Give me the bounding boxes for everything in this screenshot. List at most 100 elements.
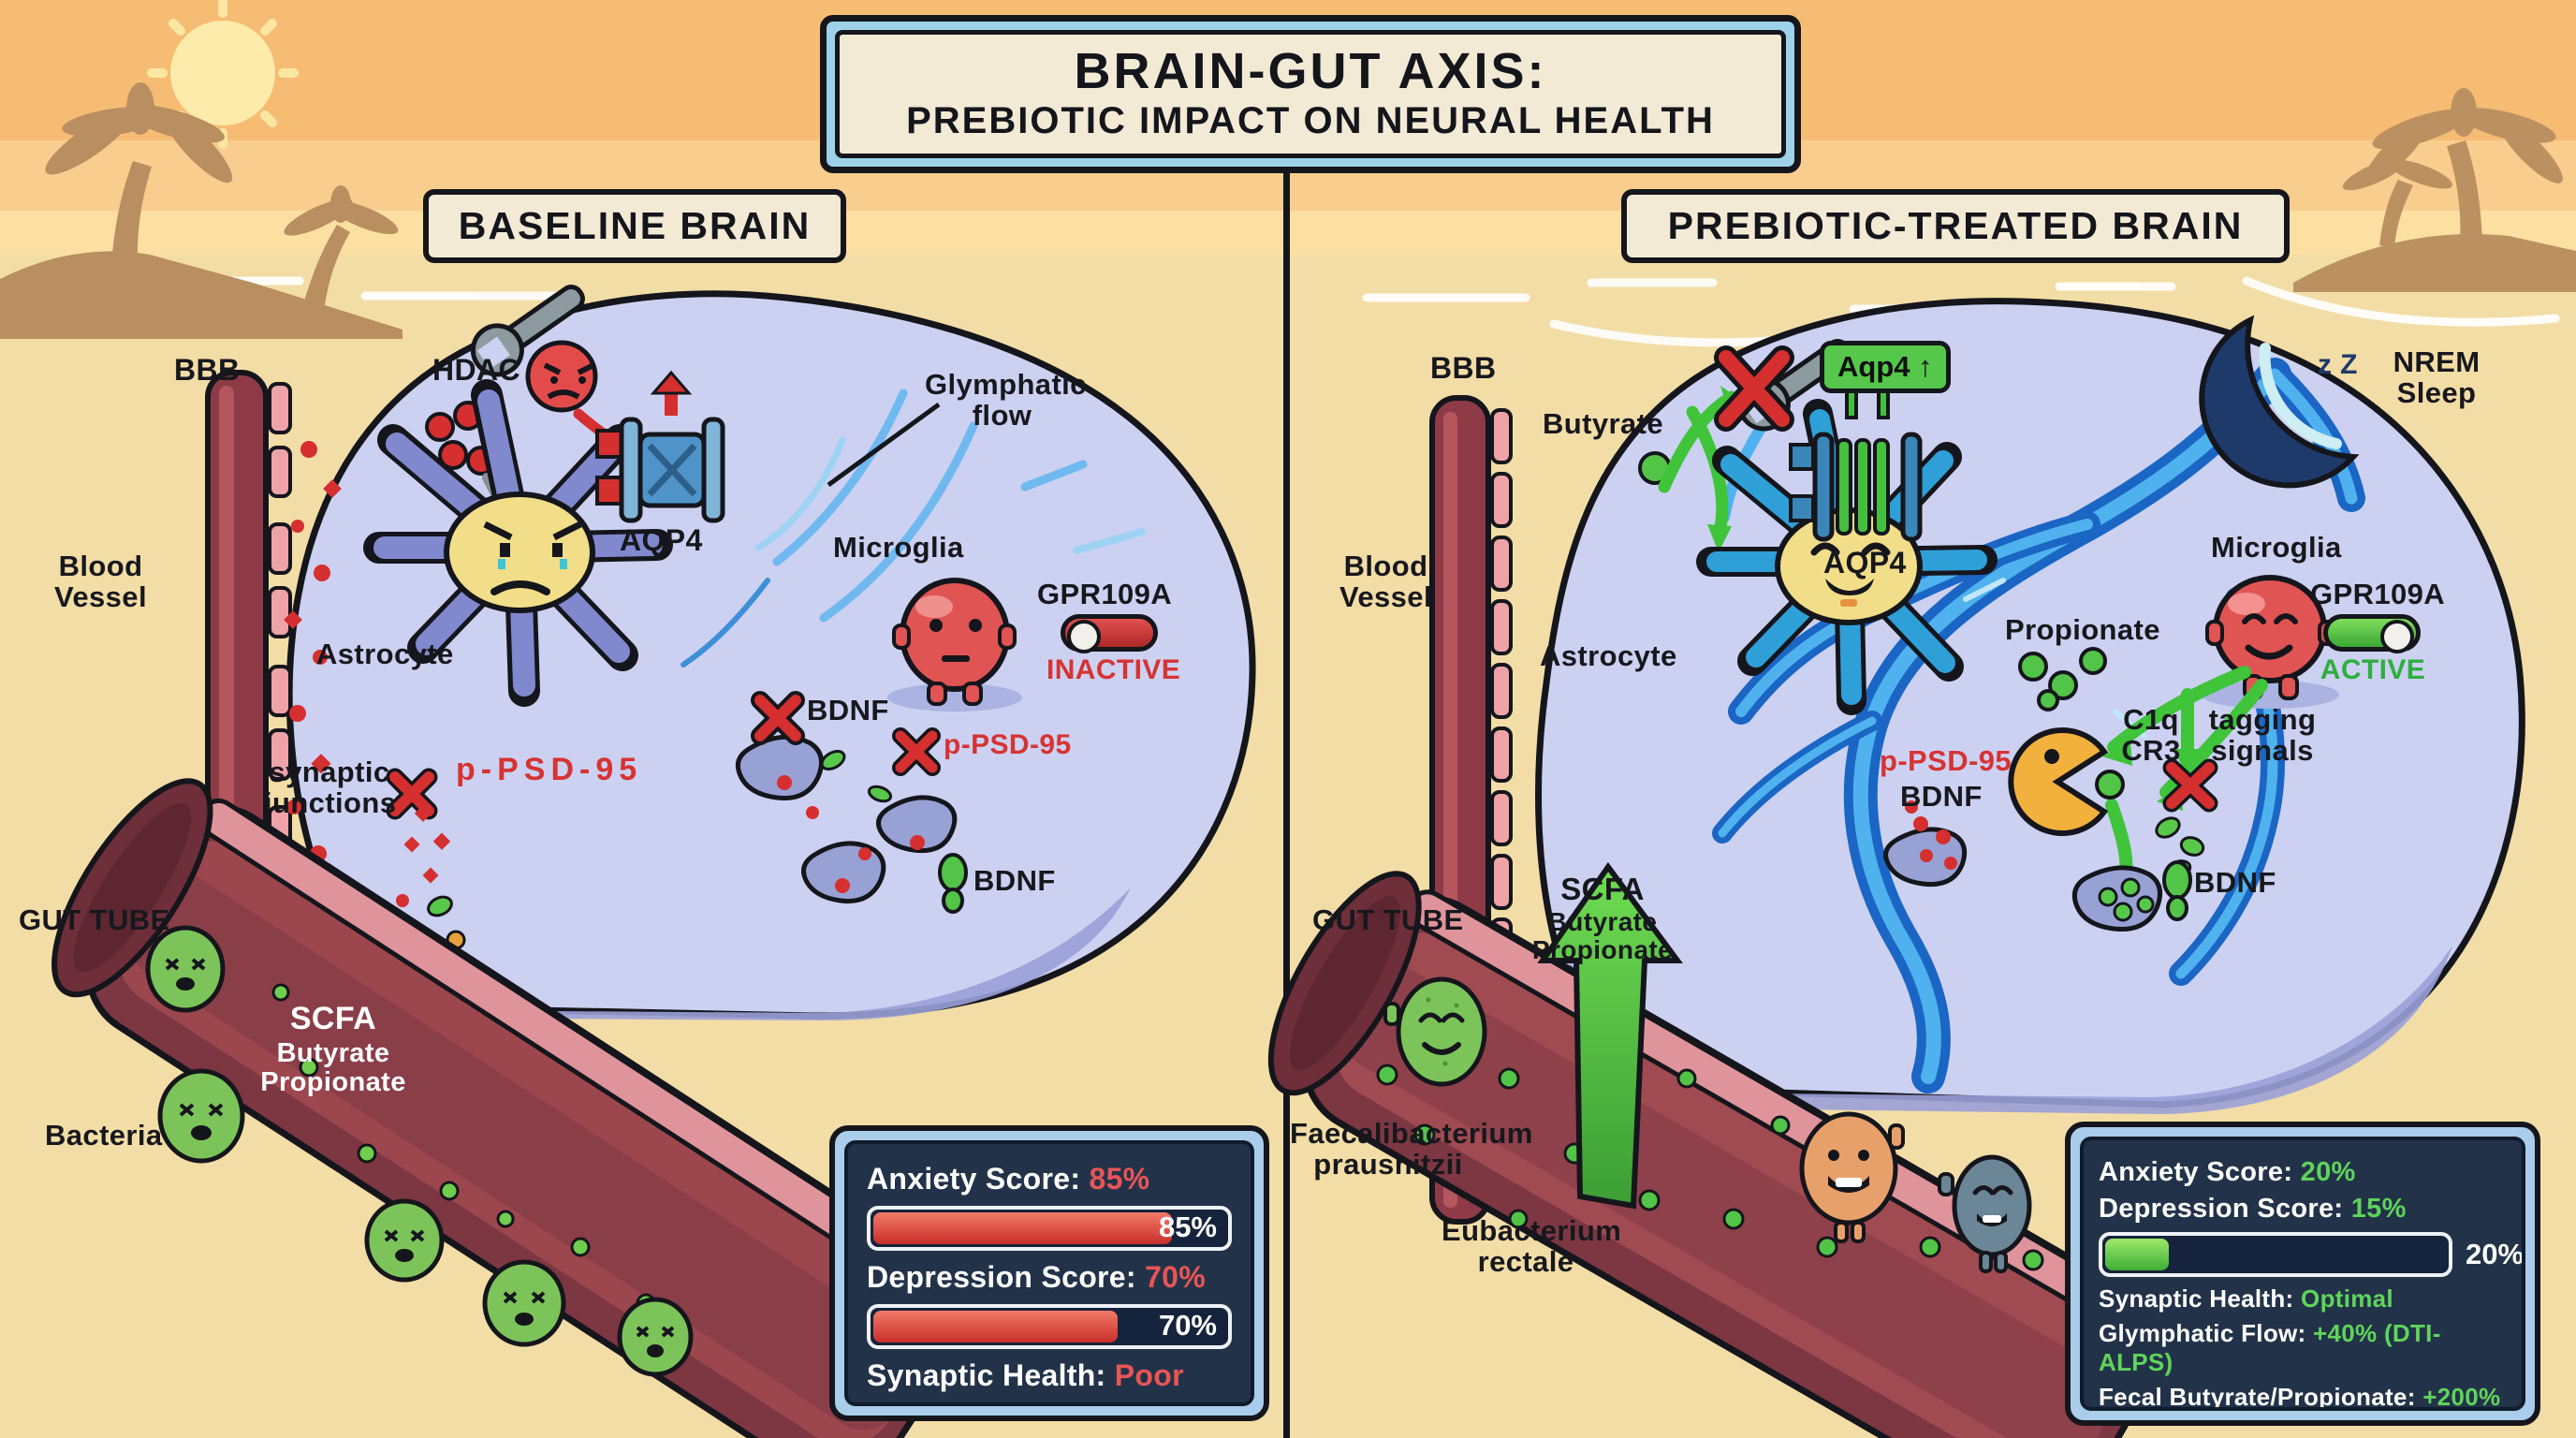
glymphatic-pointer-line [827, 402, 941, 488]
synapse-icon-left [735, 734, 958, 904]
bdnf-synapse-label-right: BDNF [1900, 780, 1983, 813]
pacman-icon [2008, 727, 2125, 836]
aqp4-channel-icon-left [595, 370, 725, 523]
gpr109a-label-left: GPR109A [1037, 578, 1173, 610]
hdac-label: HDAC [432, 353, 521, 387]
gpr109a-state-label-left: INACTIVE [1046, 654, 1181, 685]
score-bar-fill [2105, 1239, 2169, 1270]
depression-value: 70% [1145, 1260, 1207, 1294]
synaptic-row-right: Synaptic Health: Optimal [2099, 1284, 2507, 1313]
depression-row-right: Depression Score: 15% [2099, 1194, 2507, 1225]
scfa-sub-left: Butyrate Propionate [260, 1038, 406, 1098]
blood-vessel-label-right: Blood Vessel [1339, 550, 1432, 614]
sleep-z-glyphs: z Z [2318, 349, 2358, 380]
glymphatic-row-right: Glymphatic Flow: +40% (DTI-ALPS) [2099, 1319, 2507, 1377]
p-psd95-secondary-label: p-PSD-95 [944, 729, 1072, 760]
eubacterium-label: Eubacterium rectale [1442, 1214, 1622, 1279]
depression-label: Depression Score: [2099, 1194, 2344, 1224]
bdnf-label-left: BDNF [973, 864, 1056, 897]
scfa-arrow-icon [1537, 861, 1683, 1210]
gpr109a-state-label-right: ACTIVE [2320, 654, 2426, 685]
page-title: BRAIN-GUT AXIS: [1074, 43, 1547, 99]
glymphatic-flow-label: Glymphatic flow [925, 368, 1087, 433]
faecalibacterium-label: Faecalibacterium prausnitzii [1290, 1117, 1533, 1181]
left-stats-panel: Anxiety Score: 85% 85% Depression Score:… [829, 1125, 1269, 1421]
moon-icon [2199, 315, 2360, 489]
propionate-label: Propionate [2005, 613, 2160, 646]
synaptic-label: Synaptic Health: [867, 1358, 1106, 1392]
gut-tube-label-left: GUT TUBE [19, 903, 170, 936]
gut-tube-label-right: GUT TUBE [1312, 903, 1464, 936]
nrem-sleep-label: NREM Sleep [2393, 345, 2481, 410]
toggle-knob [1067, 620, 1101, 653]
score-bar [2099, 1232, 2452, 1277]
anxiety-row-left: Anxiety Score: 85% [867, 1162, 1232, 1196]
microglia-icon-left [887, 578, 1022, 712]
synaptic-junctions-label: synaptic junctions [264, 756, 397, 820]
panel-divider-line [1283, 155, 1290, 1438]
bdnf-blocked-label: BDNF [807, 694, 889, 726]
astrocyte-label-left: Astrocyte [316, 638, 454, 670]
synaptic-value: Poor [1114, 1358, 1184, 1392]
tagged-synapse-icon [2155, 758, 2218, 878]
synaptic-row-left: Synaptic Health: Poor [867, 1358, 1232, 1393]
depression-bar-fill [873, 1311, 1119, 1343]
palm-tree-icon-right [2293, 88, 2576, 292]
aqp4-label-left: AQP4 [620, 523, 703, 557]
scfa-sub-right: Butyrate Propionate [1531, 907, 1674, 964]
right-panel-header: PREBIOTIC-TREATED BRAIN [1621, 189, 2290, 263]
gut-tube-icon-right [1267, 871, 2163, 1438]
synapse-debris-icon-left [777, 750, 925, 893]
bacteria-label: Bacteria [45, 1119, 163, 1152]
faecalibacterium-icon [1383, 976, 1487, 1087]
p-psd95-label-right: p-PSD-95 [1880, 744, 2012, 777]
anxiety-bar-text: 85% [1158, 1211, 1217, 1243]
depression-value: 15% [2350, 1194, 2407, 1224]
propionate-dots-icon [2018, 647, 2107, 712]
anxiety-value: 20% [2300, 1157, 2356, 1187]
score-bar-text: 20% [2466, 1238, 2525, 1270]
right-brain-icon [1535, 298, 2525, 1114]
bifido-bacteria-icon [1799, 1111, 1905, 1243]
gpr109a-toggle-off [1061, 614, 1158, 653]
bdnf-blob-icon-left [938, 853, 968, 914]
page-subtitle: PREBIOTIC IMPACT ON NEURAL HEALTH [906, 100, 1715, 141]
fecal-value: +200% [2422, 1383, 2501, 1411]
aqp4-channel-icon-right [1789, 367, 1923, 542]
microglia-label-left: Microglia [833, 531, 964, 564]
tagging-signals-label: tagging signals [2208, 703, 2317, 768]
bdnf-blob-icon-right [2162, 860, 2192, 921]
aqp4-upregulated-badge: Aqp4 ↑ [1820, 341, 1951, 393]
gpr109a-label-right: GPR109A [2310, 578, 2446, 610]
depression-bar: 70% [867, 1304, 1232, 1349]
synaptic-value: Optimal [2301, 1284, 2393, 1313]
glymphatic-label: Glymphatic Flow: [2099, 1319, 2306, 1347]
bbb-label-right: BBB [1430, 351, 1497, 385]
title-box: BRAIN-GUT AXIS: PREBIOTIC IMPACT ON NEUR… [820, 15, 1801, 173]
synaptic-label: Synaptic Health: [2099, 1284, 2294, 1313]
anxiety-label: Anxiety Score: [867, 1162, 1081, 1196]
microglia-label-right: Microglia [2211, 531, 2342, 564]
score-bar-row: 20% [2099, 1232, 2522, 1277]
glymphatic-stream-icon-left [681, 389, 1146, 668]
anxiety-bar-fill [873, 1212, 1172, 1244]
fecal-row-right: Fecal Butyrate/Propionate: +200% [2099, 1383, 2507, 1411]
palm-tree-icon-left [0, 82, 402, 339]
anxiety-value: 85% [1089, 1162, 1150, 1196]
left-panel-header: BASELINE BRAIN [423, 189, 846, 263]
toggle-knob [2380, 620, 2414, 653]
anxiety-row-right: Anxiety Score: 20% [2099, 1157, 2507, 1188]
glymphatic-value: +40% (DTI-ALPS) [2099, 1319, 2441, 1376]
x-mark-icon-wrench [1714, 345, 1794, 432]
fecal-label: Fecal Butyrate/Propionate: [2099, 1383, 2416, 1411]
anxiety-label: Anxiety Score: [2099, 1157, 2293, 1187]
x-mark-icon-bdnf-left [751, 691, 805, 745]
butyrate-label: Butyrate [1543, 407, 1663, 440]
p-psd95-main-label: p-PSD-95 [456, 752, 643, 787]
depression-label: Depression Score: [867, 1260, 1136, 1294]
astrocyte-label-right: Astrocyte [1540, 639, 1677, 672]
scfa-title-right: SCFA [1560, 872, 1645, 906]
x-mark-icon-psd95-left [892, 727, 941, 776]
